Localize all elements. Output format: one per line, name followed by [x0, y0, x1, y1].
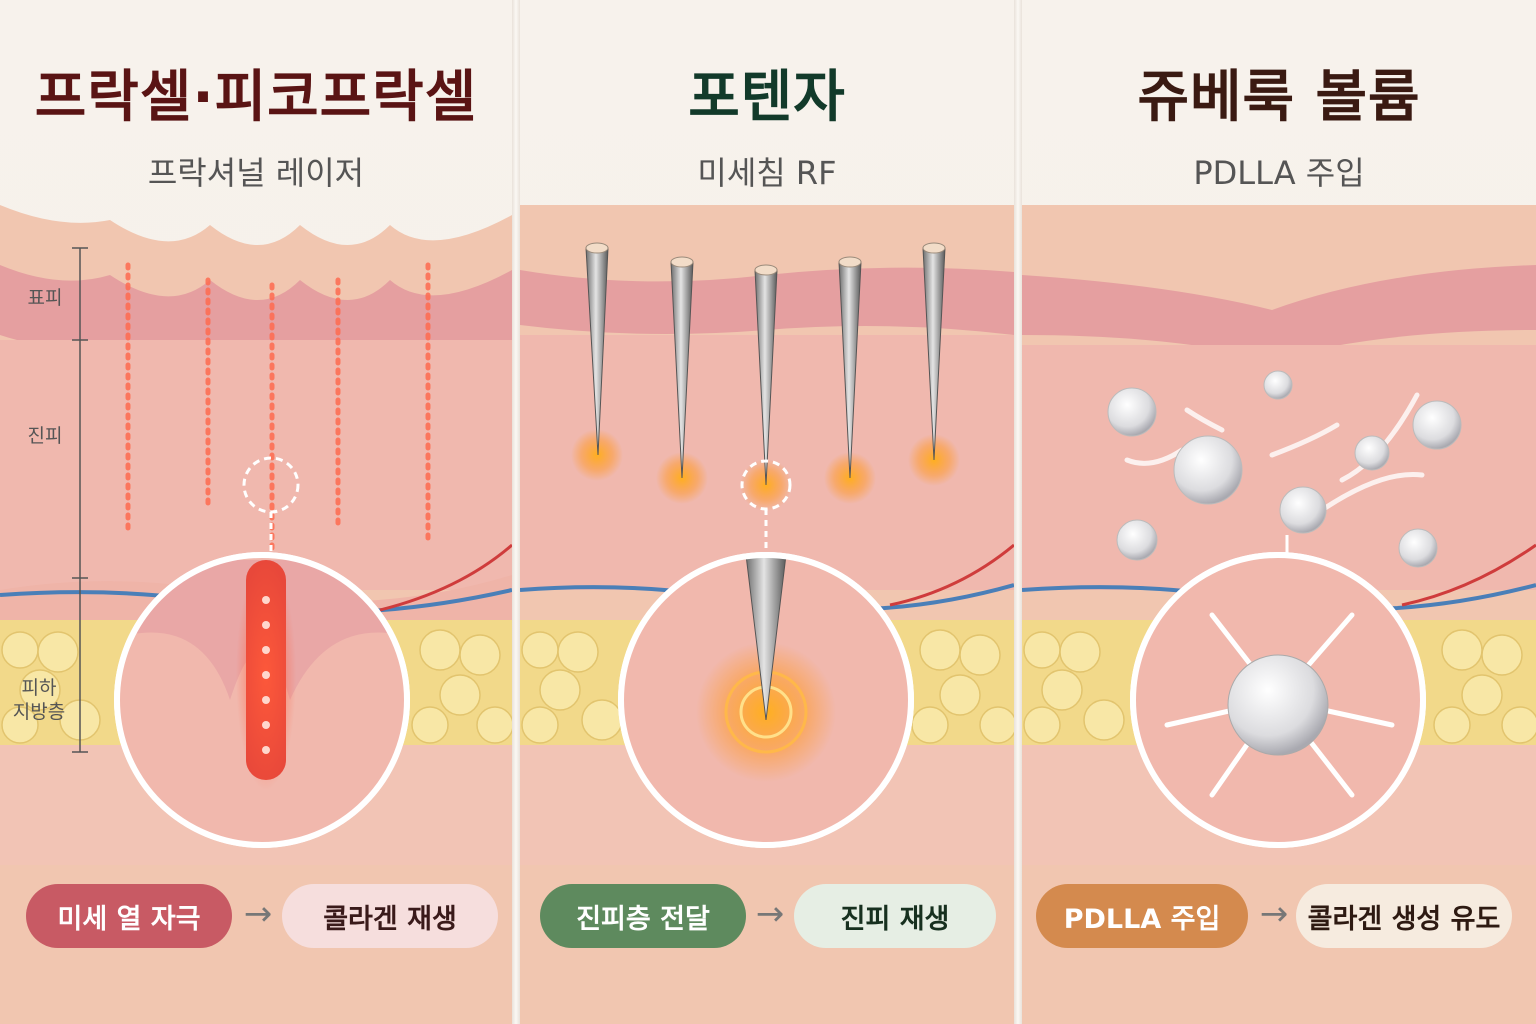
step-arrow-icon-fractional: → [243, 894, 273, 934]
panel-pdlla-injection: 쥬베룩 볼륨 PDLLA 주입 PDLLA 주입 → 콜라겐 생성 유도 [1022, 0, 1536, 1024]
layer-label-subcutaneous-line1: 피하 [21, 677, 57, 699]
panel-fractional-laser: 표피 진피 피하 지방층 프락셀·피코프락셀 프락셔널 레이저 미세 열 자극 … [0, 0, 512, 1024]
step2-pill-rf: 진피 재생 [794, 884, 996, 948]
panel-microneedle-rf: 포텐자 미세침 RF 진피층 전달 → 진피 재생 [520, 0, 1014, 1024]
layer-label-epidermis: 표피 [27, 287, 63, 309]
panel-title-fractional: 프락셀·피코프락셀 [34, 65, 478, 130]
skin-illustration-pdlla [1022, 205, 1536, 1024]
panel-divider-1 [512, 0, 520, 1024]
panel-title-pdlla: 쥬베룩 볼륨 [1137, 65, 1421, 130]
panel-subtitle-rf: 미세침 RF [697, 154, 837, 192]
layer-label-subcutaneous-line2: 지방층 [12, 701, 66, 723]
panel-title-rf: 포텐자 [688, 65, 846, 130]
skin-illustration-rf [520, 205, 1014, 1024]
step2-pill-pdlla: 콜라겐 생성 유도 [1296, 884, 1512, 948]
layer-label-dermis: 진피 [27, 425, 63, 447]
step1-pill-rf: 진피층 전달 [540, 884, 746, 948]
step2-pill-fractional: 콜라겐 재생 [282, 884, 498, 948]
layer-label-subcutaneous: 피하 지방층 [4, 676, 74, 724]
step-arrow-icon-rf: → [755, 894, 785, 934]
step1-pill-fractional: 미세 열 자극 [26, 884, 232, 948]
panel-subtitle-pdlla: PDLLA 주입 [1193, 154, 1365, 192]
panel-divider-2 [1014, 0, 1022, 1024]
skin-illustration-laser [0, 205, 512, 1024]
step-arrow-icon-pdlla: → [1259, 894, 1289, 934]
step1-pill-pdlla: PDLLA 주입 [1036, 884, 1248, 948]
panel-subtitle-fractional: 프락셔널 레이저 [147, 154, 365, 192]
